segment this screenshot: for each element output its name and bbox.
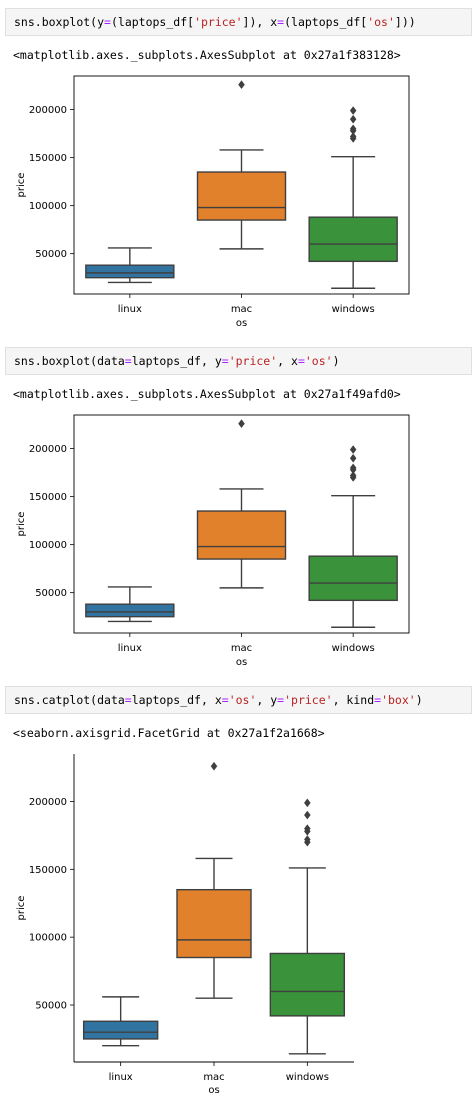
- code-token: =: [221, 354, 229, 368]
- outlier-point: [349, 471, 357, 480]
- code-token: (y: [90, 15, 105, 29]
- code-cell-1[interactable]: sns.boxplot(y=(laptops_df['price']), x=(…: [5, 8, 472, 36]
- code-token: catplot: [41, 693, 91, 707]
- code-token: 'price': [228, 354, 278, 368]
- code-token: =: [124, 354, 132, 368]
- box-linux: [82, 1020, 159, 1040]
- outlier-point: [304, 798, 311, 808]
- code-token: , y: [256, 693, 278, 707]
- code-cell-2[interactable]: sns.boxplot(data=laptops_df, y='price', …: [5, 347, 472, 375]
- x-tick-label: mac: [231, 304, 252, 315]
- outlier-point: [349, 106, 357, 115]
- code-token: ): [332, 354, 340, 368]
- outlier-point: [349, 463, 357, 473]
- code-token: =: [297, 354, 305, 368]
- y-tick-label: 100000: [29, 201, 67, 212]
- code-token: sns.: [14, 15, 42, 29]
- x-axis-label: os: [236, 318, 247, 329]
- x-tick-label: windows: [332, 643, 375, 654]
- x-tick-label: linux: [118, 304, 142, 315]
- outlier-point: [349, 132, 357, 141]
- code-token: (laptops_df[: [284, 15, 368, 29]
- cell-output-2: <matplotlib.axes._subplots.AxesSubplot a…: [13, 387, 401, 401]
- box-windows: [269, 952, 346, 1017]
- code-token: (data: [90, 693, 125, 707]
- y-tick-label: 200000: [29, 105, 67, 116]
- box-mac: [176, 888, 252, 959]
- code-token: laptops_df, y: [131, 354, 222, 368]
- code-token: boxplot: [41, 15, 91, 29]
- y-tick-label: 50000: [35, 588, 67, 599]
- outlier-point: [238, 419, 245, 429]
- code-cell-3[interactable]: sns.catplot(data=laptops_df, x='os', y='…: [5, 686, 472, 714]
- code-token: sns.: [14, 354, 42, 368]
- y-tick-label: 200000: [29, 444, 67, 455]
- outlier-point: [349, 124, 357, 134]
- code-token: 'box': [381, 693, 416, 707]
- code-token: boxplot: [41, 354, 91, 368]
- x-tick-label: windows: [332, 304, 375, 315]
- code-token: 'os': [367, 15, 395, 29]
- code-token: ])): [394, 15, 416, 29]
- code-token: 'price': [284, 693, 333, 707]
- x-tick-label: windows: [286, 1072, 329, 1083]
- outlier-point: [304, 835, 311, 844]
- y-axis-label: price: [16, 896, 27, 921]
- box-linux: [85, 264, 175, 279]
- box-mac: [196, 510, 287, 560]
- code-token: =: [277, 693, 285, 707]
- code-token: laptops_df, x: [131, 693, 222, 707]
- y-tick-label: 150000: [29, 153, 67, 164]
- outlier-point: [349, 114, 357, 124]
- boxplot-chart-2: 50000 100000 150000 200000 price linux mac wind…: [16, 414, 410, 668]
- box-windows: [308, 555, 398, 602]
- code-token: (data: [90, 354, 125, 368]
- code-token: =: [104, 15, 111, 29]
- code-token: =: [124, 693, 132, 707]
- code-token: =: [277, 15, 285, 29]
- code-token: (laptops_df[: [110, 15, 195, 29]
- boxplot-chart-1: 50000 100000 150000 200000 price linux mac wind…: [16, 75, 410, 329]
- catplot-chart: 50000 100000 150000 200000 price linux mac wind…: [16, 754, 354, 1096]
- y-axis-label: price: [16, 173, 27, 198]
- x-axis-label: os: [236, 657, 247, 668]
- y-tick-label: 100000: [29, 933, 67, 944]
- y-axis-label: price: [16, 512, 27, 537]
- box-linux: [85, 603, 175, 618]
- code-token: 'os': [228, 693, 257, 707]
- code-token: ]), x: [242, 15, 278, 29]
- code-token: 'price': [194, 15, 243, 29]
- code-token: 'os': [304, 354, 333, 368]
- outlier-point: [349, 453, 357, 463]
- x-tick-label: mac: [203, 1072, 224, 1083]
- outlier-point: [304, 824, 311, 834]
- y-tick-label: 150000: [29, 865, 67, 876]
- y-tick-label: 200000: [29, 797, 67, 808]
- code-token: sns.: [14, 693, 42, 707]
- outlier-point: [210, 761, 218, 771]
- y-tick-label: 50000: [35, 249, 67, 260]
- code-token: , x: [277, 354, 298, 368]
- code-token: =: [221, 693, 229, 707]
- outlier-point: [238, 80, 245, 90]
- x-tick-label: mac: [231, 643, 252, 654]
- cell-output-1: <matplotlib.axes._subplots.AxesSubplot a…: [13, 48, 401, 62]
- box-mac: [196, 171, 287, 221]
- code-token: =: [374, 693, 382, 707]
- y-tick-label: 150000: [29, 492, 67, 503]
- outlier-point: [304, 810, 311, 820]
- cell-output-3: <seaborn.axisgrid.FacetGrid at 0x27a1f2a…: [13, 726, 325, 740]
- x-tick-label: linux: [109, 1072, 133, 1083]
- x-tick-label: linux: [118, 643, 142, 654]
- outlier-point: [349, 445, 357, 454]
- y-tick-label: 50000: [35, 1001, 67, 1012]
- y-tick-label: 100000: [29, 540, 67, 551]
- code-token: ): [415, 693, 423, 707]
- box-windows: [308, 216, 398, 263]
- x-axis-label: os: [208, 1085, 219, 1096]
- code-token: , kind: [332, 693, 375, 707]
